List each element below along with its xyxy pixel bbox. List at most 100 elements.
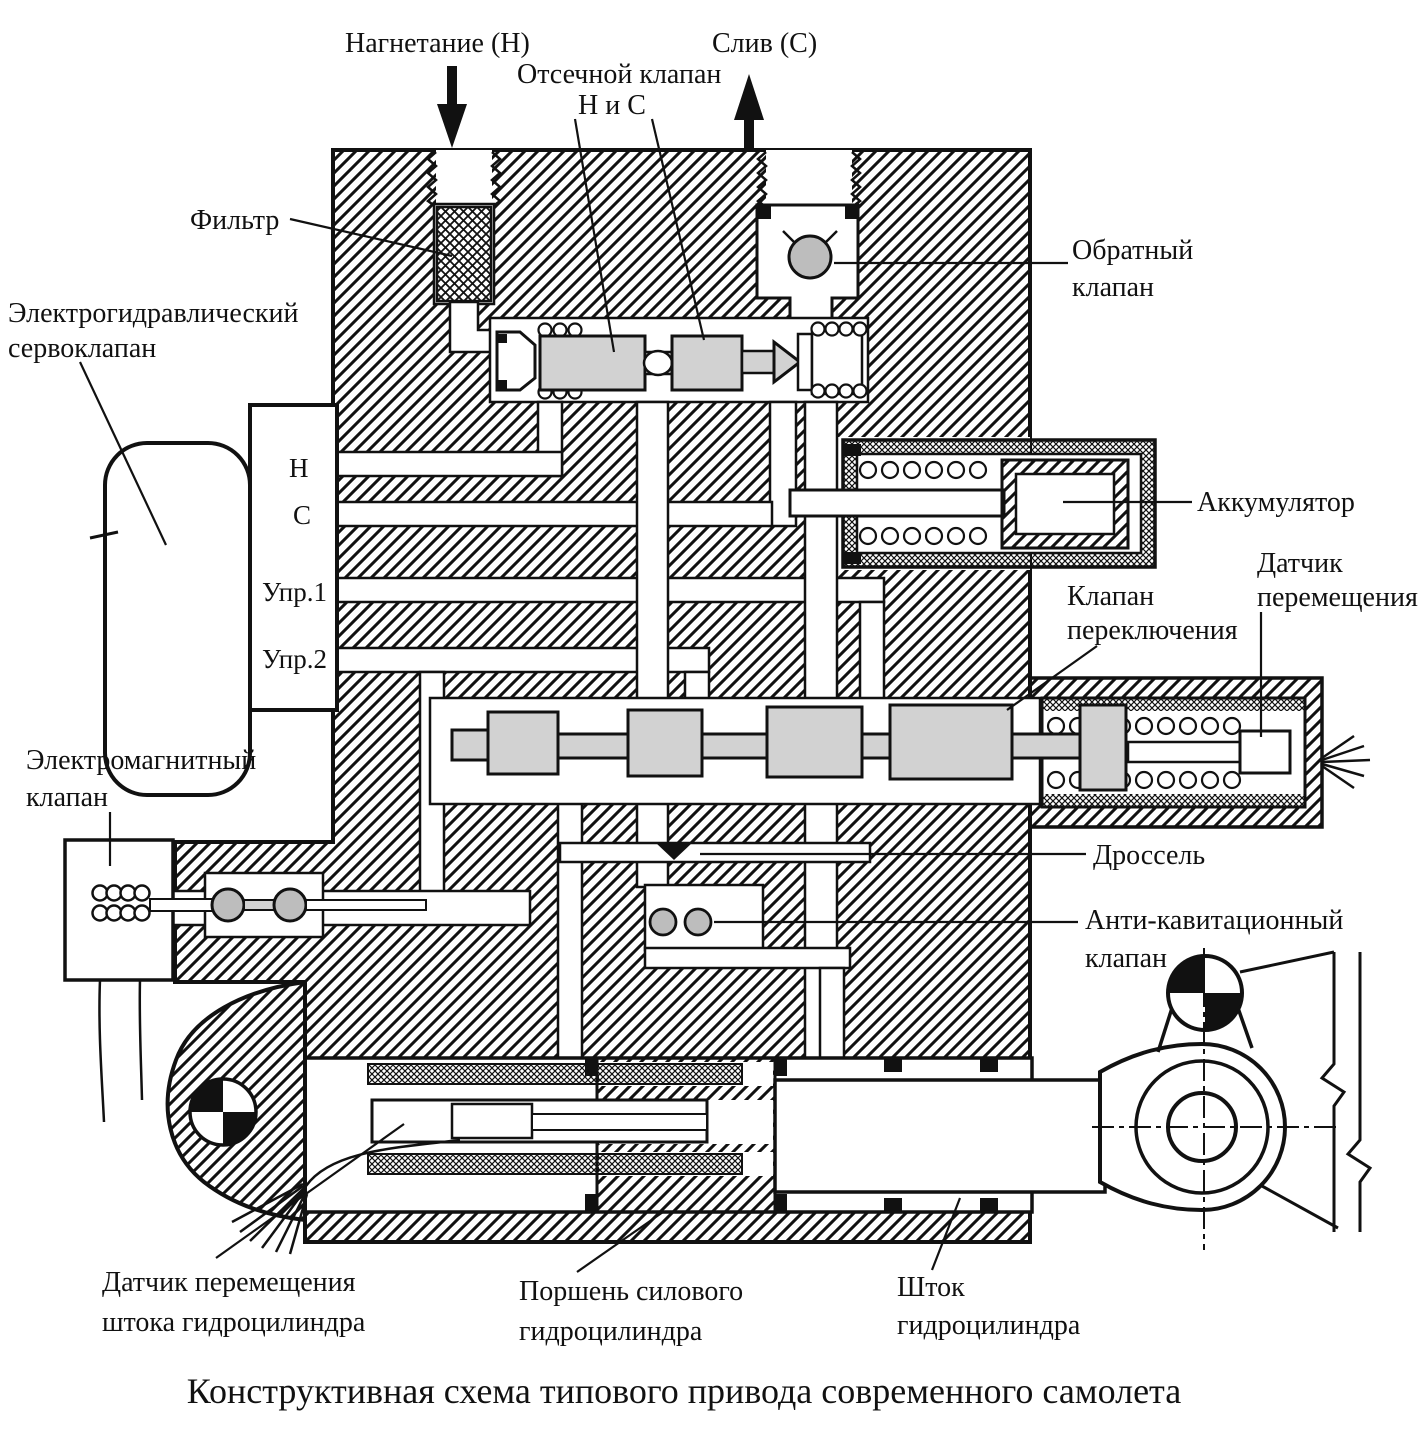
port-ctrl1-label: Упр.1 — [262, 577, 327, 607]
supply-port-slot — [436, 150, 492, 206]
spool-land-3 — [765, 705, 864, 779]
disp-sensor-label-1: Датчик — [1257, 548, 1343, 579]
ctrl1-vertical — [858, 600, 886, 702]
chamber-column-left-upper — [635, 400, 670, 702]
c-channel — [335, 500, 774, 528]
servo-ports-box — [248, 403, 339, 712]
figure-title: Конструктивная схема типового привода со… — [187, 1371, 1181, 1411]
anti-cavitation-balls — [648, 907, 713, 937]
cutoff-cone — [772, 338, 803, 386]
h-channel — [335, 450, 564, 478]
throttle-channel — [558, 841, 872, 864]
anticav-label-1: Анти-кавитационный — [1085, 905, 1343, 936]
leader-rod — [930, 1197, 962, 1271]
sensor-probe-rod — [1126, 740, 1242, 764]
supply-port — [426, 150, 502, 208]
lobe-link-right — [1236, 1007, 1254, 1049]
solenoid-outlet-rod — [305, 899, 427, 911]
cutoff-valve-label-2: Н и С — [578, 90, 646, 121]
rod-sensor-label-2: штока гидроцилиндра — [102, 1307, 366, 1338]
check-valve-ball — [787, 234, 833, 280]
cylinder-rod — [773, 1078, 1107, 1194]
cg-symbol-right — [1166, 954, 1244, 1032]
cutoff-valve-spool — [495, 321, 868, 400]
supply-label: Нагнетание (Н) — [345, 28, 530, 59]
lower-link-vertical — [818, 966, 846, 1060]
cutoff-seal-a — [498, 334, 507, 343]
supply-thread-left — [426, 151, 438, 208]
spool-stub — [450, 728, 490, 762]
lobe-link-left — [1156, 1007, 1174, 1053]
accumulator-label: Аккумулятор — [1197, 487, 1355, 518]
piston-label-1: Поршень силового — [519, 1276, 743, 1307]
check-valve-seat-right — [845, 206, 858, 219]
servo-connector-tick — [89, 530, 119, 540]
spool-land-1 — [486, 710, 560, 776]
cutoff-valve-label-1: Отсечной клапан — [517, 59, 721, 90]
spool-shaft-1 — [556, 732, 630, 760]
diagram-labels: Нагнетание (Н) Слив (С) Отсечной клапан … — [8, 28, 1418, 1411]
drain-thread-right — [850, 151, 862, 208]
cylinder-seals — [585, 1058, 998, 1212]
servo-label-1: Электрогидравлический — [8, 298, 299, 329]
solenoid-valve — [63, 838, 427, 1123]
filter-label: Фильтр — [190, 205, 279, 236]
switching-valve-label-1: Клапан — [1067, 581, 1154, 612]
spool-shaft-4 — [1010, 732, 1082, 760]
chamber-column-right-upper — [803, 400, 839, 702]
rod-position-sensor-lvdt — [304, 1063, 743, 1187]
anticav-label-2: клапан — [1085, 943, 1167, 974]
piston-label-2: гидроцилиндра — [519, 1316, 703, 1347]
leader-cutoff-2 — [650, 118, 706, 341]
lvdt-threaded-rod-top — [367, 1063, 743, 1085]
leader-filter — [289, 217, 453, 258]
accumulator-seal-top — [843, 444, 861, 456]
throttle-orifice — [656, 843, 692, 860]
rod-sensor-label-1: Датчик перемещения — [102, 1267, 356, 1298]
cutoff-land-left — [538, 334, 647, 392]
centerlines — [1092, 948, 1336, 1250]
rod-label-1: Шток — [897, 1272, 965, 1303]
port-ctrl2-label: Упр.2 — [262, 644, 327, 674]
power-cylinder — [303, 1056, 1107, 1214]
servo-label-2: сервоклапан — [8, 333, 156, 364]
cutoff-spring-right — [810, 321, 868, 399]
supply-arrow — [437, 66, 467, 148]
leader-piston — [576, 1211, 664, 1273]
mount-wire-tassel — [231, 1182, 309, 1255]
lvdt-core — [450, 1102, 534, 1140]
left-chamber-feed — [556, 800, 584, 1060]
cutoff-land-right — [670, 334, 744, 392]
ctrl2-vertical — [683, 670, 711, 702]
drain-arrow — [734, 74, 764, 150]
solenoid-wire-1 — [98, 979, 106, 1123]
solenoid-ball-2 — [272, 887, 308, 923]
cutoff-ball-joint — [642, 349, 674, 377]
lower-link-channel — [643, 946, 852, 970]
port-h-label: Н — [289, 453, 309, 483]
check-valve-seat-left — [758, 206, 771, 219]
switching-valve-label-2: переключения — [1067, 615, 1238, 646]
solenoid-coil — [91, 884, 151, 922]
displacement-sensor-core — [1238, 729, 1292, 775]
check-valve — [755, 203, 860, 324]
check-valve-guide-right — [824, 230, 838, 244]
servo-valve-body — [103, 441, 252, 797]
ctrl1-channel — [335, 576, 886, 604]
check-valve-guide-left — [782, 230, 796, 244]
solenoid-armature-rod — [149, 898, 215, 912]
drain-thread-left — [756, 151, 768, 208]
drain-port-slot — [766, 150, 852, 207]
cutoff-seal-b — [498, 380, 507, 389]
leader-cutoff-1 — [573, 118, 616, 353]
accumulator-piston-bore — [1014, 472, 1116, 536]
cutoff-stem — [740, 349, 776, 375]
leader-rod-sensor — [215, 1123, 405, 1259]
accumulator-spring — [858, 460, 988, 546]
spool-land-5 — [1078, 703, 1128, 792]
accumulator — [788, 438, 1157, 569]
switching-valve-spool — [450, 703, 1128, 792]
lvdt-threaded-rod-bottom — [367, 1153, 743, 1175]
solenoid-label-1: Электромагнитный — [26, 745, 256, 776]
supply-thread-right — [490, 151, 502, 208]
